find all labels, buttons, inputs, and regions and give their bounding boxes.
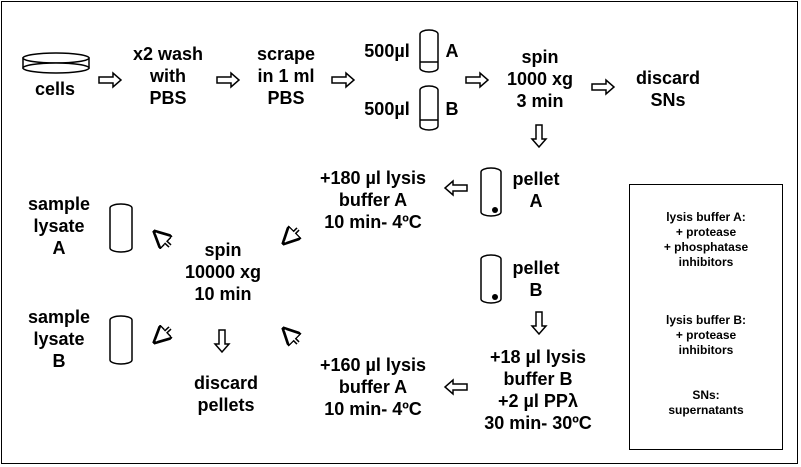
step-spin-1: spin 1000 xg 3 min xyxy=(506,47,574,111)
tube-b-letter: B xyxy=(445,99,459,119)
step-lysis-a-top: +180 µl lysis buffer A 10 min- 4ºC xyxy=(320,168,426,232)
legend-buffer-b: lysis buffer B: + protease inhibitors xyxy=(665,313,746,357)
step-discard-sns: discard SNs xyxy=(635,68,701,110)
arrow-spin-to-pellet xyxy=(530,124,548,149)
diagonal-arrows xyxy=(156,229,298,343)
tube-a-icon xyxy=(419,29,439,73)
arrow-lysis-a-bottom-to-spin-inner xyxy=(284,329,299,344)
tube-a-letter: A xyxy=(445,41,459,61)
arrow-tubes-to-spin xyxy=(465,71,490,89)
pellet-b-tube-icon xyxy=(480,254,502,304)
sample-lysate-b-tube-icon xyxy=(109,315,133,365)
arrow-scrape-to-tubes xyxy=(331,71,356,89)
arrow-cells-to-wash xyxy=(98,71,123,89)
legend-box: lysis buffer A: + protease + phosphatase… xyxy=(629,184,783,450)
arrow-wash-to-scrape xyxy=(216,71,241,89)
flow-arrows xyxy=(98,71,616,396)
legend-sns: SNs: supernatants xyxy=(668,388,744,417)
arrow-lysis-a-to-spin-inner xyxy=(284,228,299,243)
sample-lysate-a-tube-icon xyxy=(109,203,133,253)
step-lysis-a-bottom: +160 µl lysis buffer A 10 min- 4ºC xyxy=(320,355,426,419)
arrow-pellet-a-to-lysis xyxy=(443,179,468,197)
aliquot-b-volume: 500µl xyxy=(364,99,410,119)
step-lysis-b: +18 µl lysis buffer B +2 µl PPλ 30 min- … xyxy=(484,347,592,433)
step-discard-pellets: discard pellets xyxy=(193,373,259,415)
tube-b-icon xyxy=(419,85,439,131)
arrow-spin-to-sample-a-inner xyxy=(155,232,171,247)
sample-lysate-a-label: sample lysate A xyxy=(27,194,91,258)
arrow-pellet-b-to-lysis xyxy=(530,311,548,336)
petri-dish-icon xyxy=(22,52,90,74)
pellet-a-label: pellet A xyxy=(512,169,560,211)
legend-buffer-a: lysis buffer A: + protease + phosphatase… xyxy=(663,210,749,269)
sample-lysate-b-label: sample lysate B xyxy=(27,307,91,371)
arrow-spin-to-discard xyxy=(591,78,616,96)
arrow-spin-to-sample-b-inner xyxy=(155,327,171,342)
pellet-b-label: pellet B xyxy=(512,258,560,300)
arrow-lysis-b-to-lysis-a xyxy=(443,378,468,396)
step-scrape: scrape in 1 ml PBS xyxy=(256,44,316,108)
pellet-a-tube-icon xyxy=(480,167,502,217)
step-wash: x2 wash with PBS xyxy=(132,44,204,108)
arrow-spin-to-discard-pellets xyxy=(213,329,231,354)
aliquot-a-volume: 500µl xyxy=(364,41,410,61)
step-cells: cells xyxy=(34,79,76,99)
step-spin-2: spin 10000 xg 10 min xyxy=(184,240,262,304)
